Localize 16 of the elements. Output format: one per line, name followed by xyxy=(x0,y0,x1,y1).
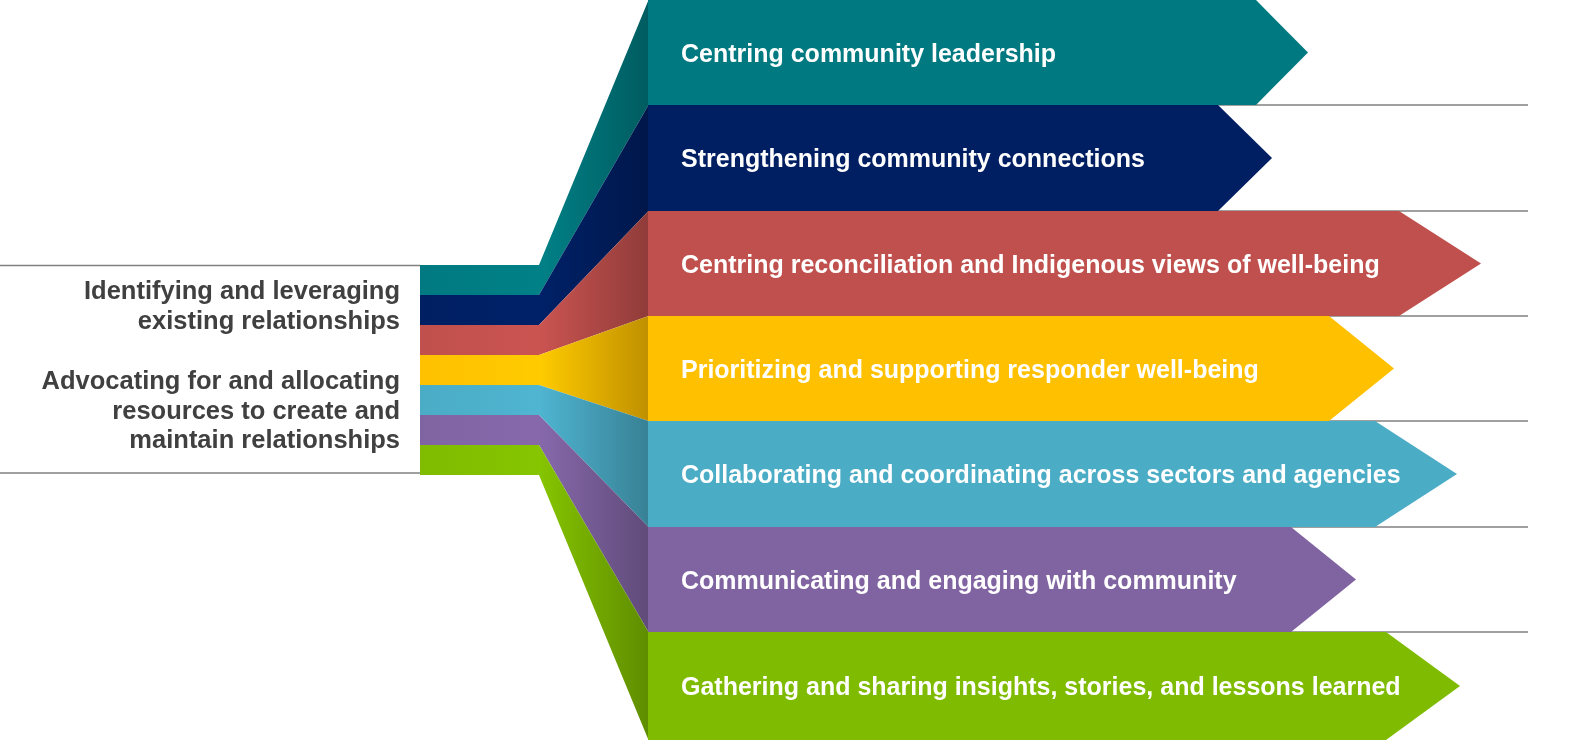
arrow-banner xyxy=(648,0,1308,105)
arrow-banner xyxy=(648,105,1272,211)
banner-text: Gathering and sharing insights, stories, and lessons learned xyxy=(681,671,1401,701)
arrow-banner xyxy=(648,527,1356,632)
banner-text: Collaborating and coordinating across sectors and agencies xyxy=(681,459,1401,489)
banner-text: Communicating and engaging with community xyxy=(681,565,1237,594)
arrow-banner xyxy=(648,211,1481,316)
banner-text: Prioritizing and supporting responder well-being xyxy=(681,354,1259,383)
arrow-banner xyxy=(648,421,1457,527)
banner-text: Strengthening community connections xyxy=(681,143,1145,173)
arrow-banner xyxy=(648,316,1394,421)
banner-text: Centring reconciliation and Indigenous views of well-being xyxy=(681,249,1380,278)
side-label: Identifying and leveraging existing relationships xyxy=(83,275,400,335)
side-label: Advocating for and allocating resources to create and maintain relationships xyxy=(40,366,400,455)
banner-text: Centring community leadership xyxy=(681,38,1057,67)
arrow-banner xyxy=(648,632,1460,740)
